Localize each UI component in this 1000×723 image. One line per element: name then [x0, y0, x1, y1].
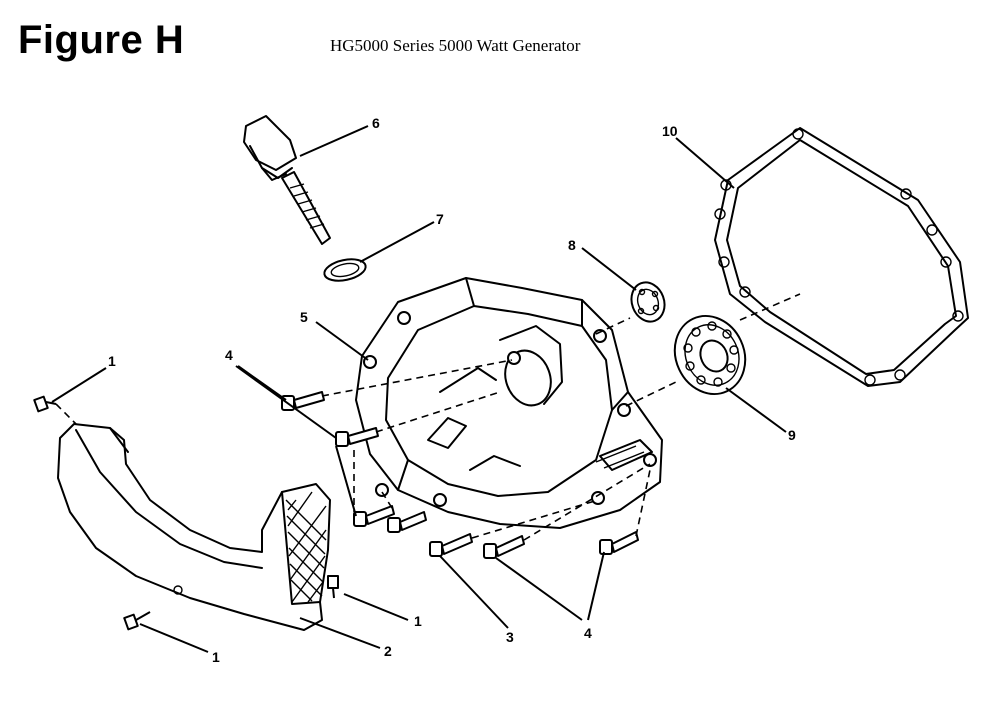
callout-8: 8 — [568, 237, 576, 253]
callout-7: 7 — [436, 211, 444, 227]
small-bearing-part-8 — [630, 281, 666, 323]
callout-4-left: 4 — [225, 347, 233, 363]
gasket-part-10 — [714, 127, 969, 387]
alignment-lines — [55, 293, 801, 541]
figure-subtitle: HG5000 Series 5000 Watt Generator — [330, 36, 581, 55]
callout-6: 6 — [372, 115, 380, 131]
callout-2: 2 — [384, 643, 392, 659]
bolts-part-3 — [281, 391, 639, 559]
oil-fill-cap-part-6 — [243, 115, 331, 245]
callout-3: 3 — [506, 629, 514, 645]
callout-1-right: 1 — [414, 613, 422, 629]
crankcase-cover-part-5 — [355, 277, 663, 529]
callout-labels: 1 1 1 2 3 4 4 5 6 7 8 9 10 — [108, 115, 796, 665]
callout-1-top: 1 — [108, 353, 116, 369]
callout-1-bottom: 1 — [212, 649, 220, 665]
screws-part-1 — [33, 395, 339, 631]
figure-title: Figure H — [18, 18, 185, 62]
callout-5: 5 — [300, 309, 308, 325]
seal-part-7 — [323, 258, 367, 282]
callout-4-bottom: 4 — [584, 625, 592, 641]
leader-lines — [51, 125, 787, 653]
fan-shroud-part-2 — [57, 423, 331, 631]
callout-10: 10 — [662, 123, 678, 139]
callout-9: 9 — [788, 427, 796, 443]
large-bearing-part-9 — [673, 315, 747, 395]
